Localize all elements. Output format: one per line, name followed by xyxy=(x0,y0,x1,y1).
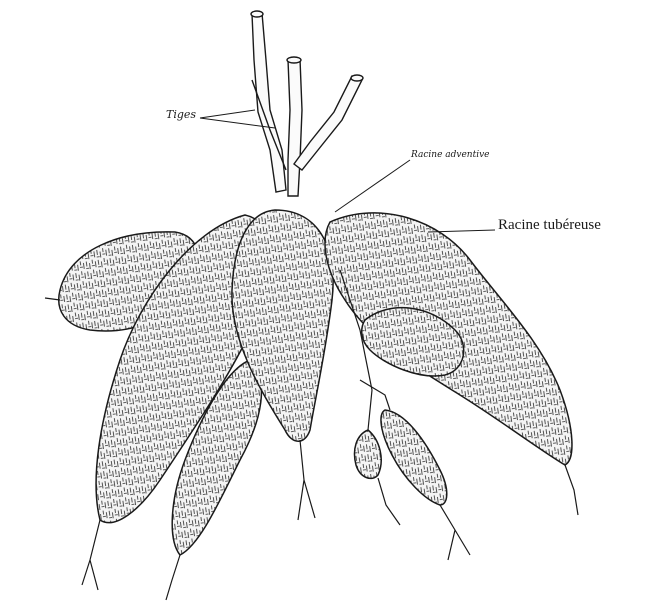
leader-adventive xyxy=(335,160,410,212)
label-racine-tubereuse: Racine tubéreuse xyxy=(498,217,601,234)
stems xyxy=(251,11,363,196)
leader-tiges-1 xyxy=(200,110,255,118)
tuber-small-2 xyxy=(381,410,447,505)
tubers xyxy=(59,210,572,555)
stem-left xyxy=(252,13,286,192)
stem-center xyxy=(288,59,302,196)
label-tiges: Tiges xyxy=(166,108,196,121)
leader-lines xyxy=(200,110,495,232)
label-racine-adventive: Racine adventive xyxy=(411,150,490,160)
tuber-small-1 xyxy=(355,430,382,478)
stem-right xyxy=(294,76,362,170)
